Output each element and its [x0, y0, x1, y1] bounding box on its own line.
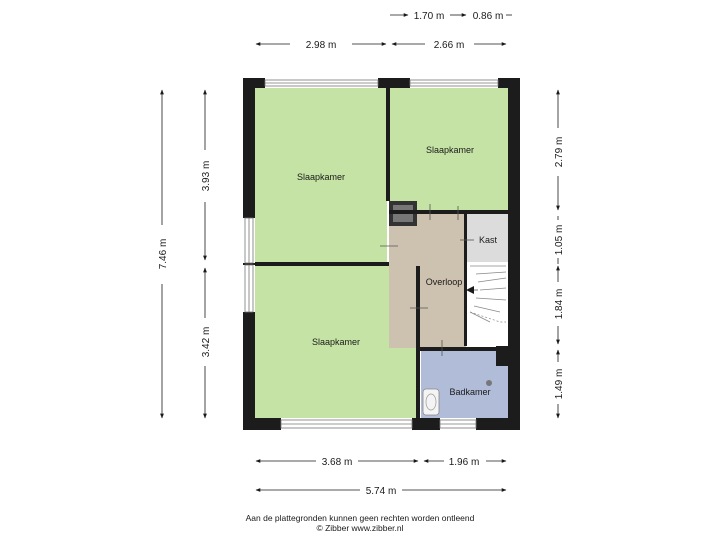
room-bedroom-top-right	[389, 88, 508, 212]
dim-left-total: 7.46 m	[158, 239, 169, 270]
room-closet	[466, 214, 508, 262]
dimension-left-total: 7.46 m	[158, 89, 169, 419]
door-markers	[380, 204, 478, 356]
dim-top-row1-b: 0.86 m	[473, 11, 504, 22]
dim-right-d: 1.49 m	[554, 369, 565, 400]
dim-left-lower: 3.42 m	[201, 327, 212, 358]
label-bathroom: Badkamer	[449, 387, 490, 397]
dimension-right: 2.79 m 1.05 m 1.84 m 1.49 m	[554, 89, 565, 419]
bathtub-icon	[422, 388, 440, 416]
stairs	[469, 265, 507, 323]
label-bedroom-top-left: Slaapkamer	[297, 172, 345, 182]
dim-bottom-total: 5.74 m	[366, 486, 397, 497]
dim-left-upper: 3.93 m	[201, 161, 212, 192]
room-landing	[389, 214, 466, 348]
dimension-top-row2: 2.98 m 2.66 m	[255, 40, 507, 51]
label-bedroom-bottom: Slaapkamer	[312, 337, 360, 347]
dim-top-row2-a: 2.98 m	[306, 40, 337, 51]
footer-disclaimer: Aan de plattegronden kunnen geen rechten…	[245, 513, 475, 523]
room-bedroom-top-left	[255, 88, 387, 263]
dim-bottom-row1-a: 3.68 m	[322, 457, 353, 468]
dimension-bottom-row1: 3.68 m 1.96 m	[255, 457, 507, 468]
dimension-top-row1: 1.70 m 0.86 m	[390, 11, 512, 22]
label-closet: Kast	[479, 235, 498, 245]
windows	[244, 79, 499, 429]
dim-top-row2-b: 2.66 m	[434, 40, 465, 51]
dimension-left-split: 3.93 m 3.42 m	[201, 89, 212, 419]
dimension-bottom-total: 5.74 m	[255, 486, 507, 497]
footer-copyright: © Zibber www.zibber.nl	[316, 523, 404, 533]
stair-arrow-icon	[466, 286, 474, 294]
walls	[243, 78, 520, 430]
dim-right-a: 2.79 m	[554, 137, 565, 168]
sink-icon	[425, 393, 437, 411]
label-bedroom-top-right: Slaapkamer	[426, 145, 474, 155]
dim-top-row1-a: 1.70 m	[414, 11, 445, 22]
dim-bottom-row1-b: 1.96 m	[449, 457, 480, 468]
dim-right-b: 1.05 m	[554, 225, 565, 256]
room-stairwell	[466, 264, 508, 346]
drain-icon	[486, 380, 492, 386]
dim-right-c: 1.84 m	[554, 289, 565, 320]
label-landing: Overloop	[426, 277, 463, 287]
